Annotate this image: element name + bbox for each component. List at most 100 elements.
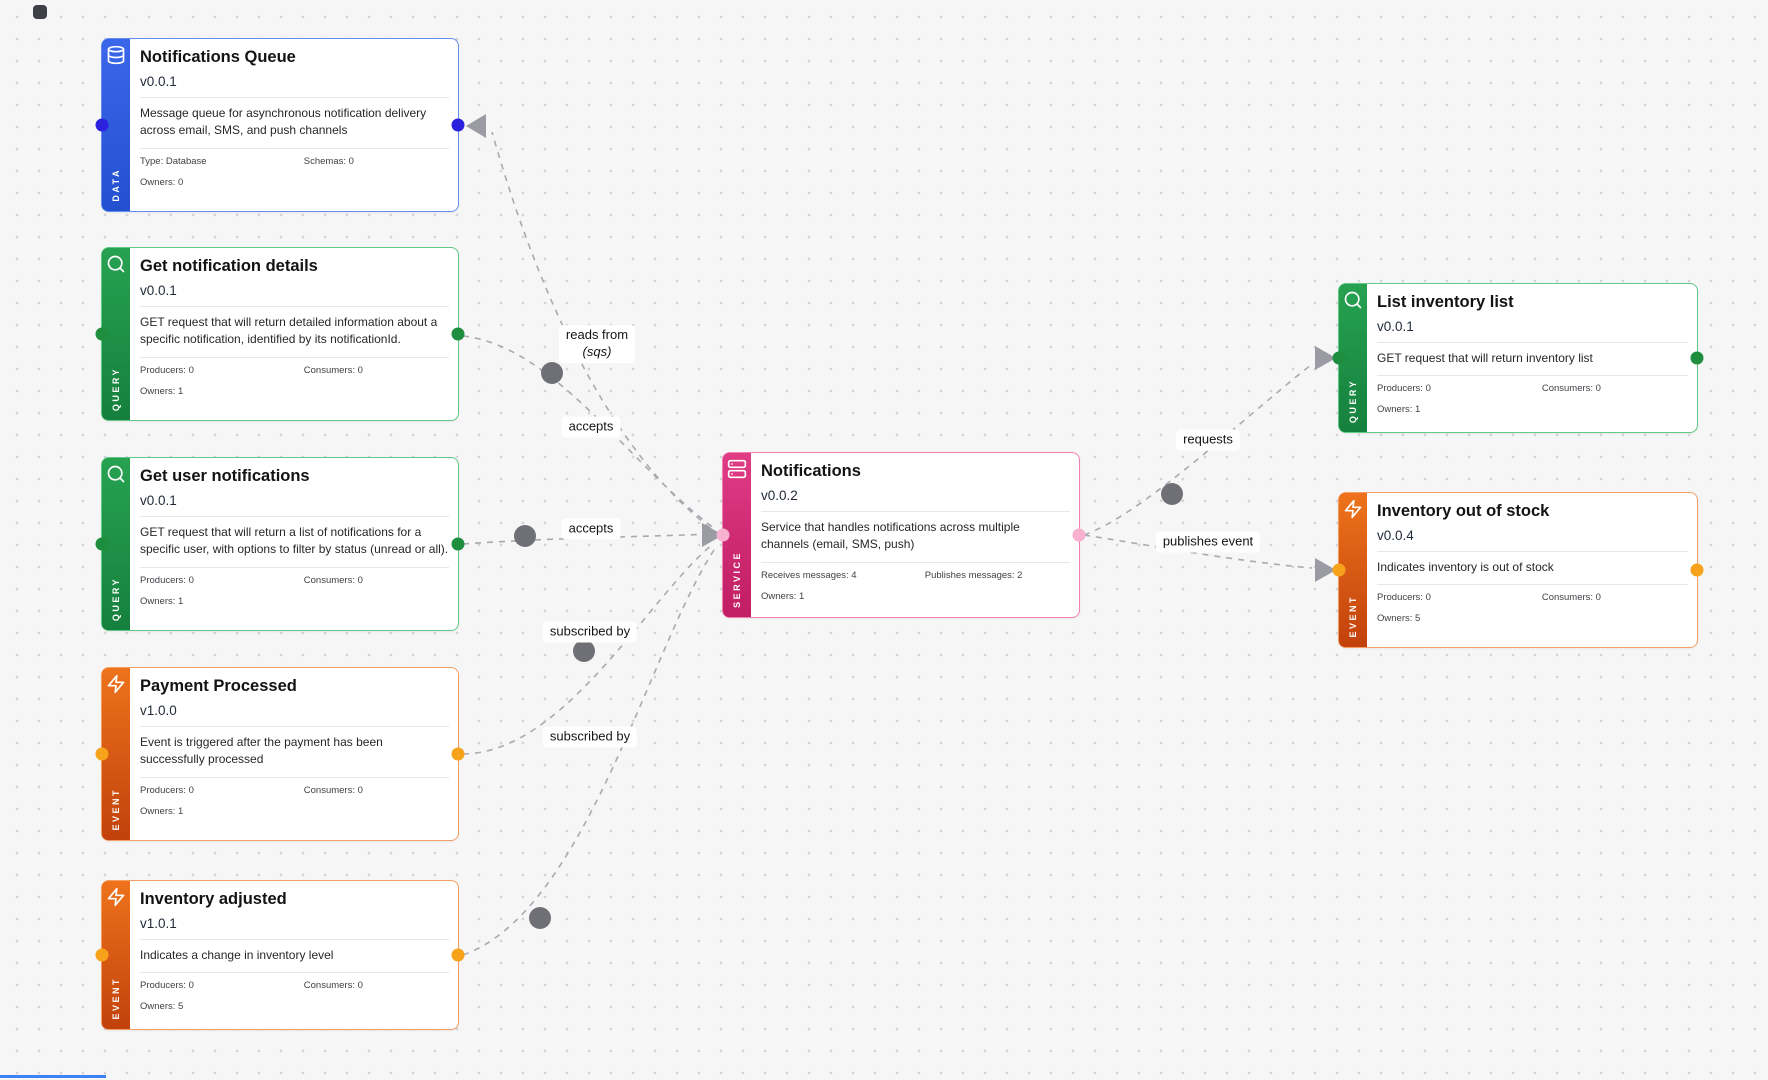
node-version: v0.0.4 — [1377, 527, 1414, 543]
right-connection-handle — [451, 537, 465, 551]
stat-producers: Producers: 0 — [140, 364, 194, 376]
node-payment-processed[interactable]: EVENT Payment Processed v1.0.0 Event is … — [95, 667, 465, 841]
divider — [140, 725, 449, 727]
node-title: Get notification details — [140, 257, 318, 275]
edge-reads-from — [491, 131, 721, 536]
stat-schemas: Schemas: 0 — [303, 155, 354, 167]
left-connection-handle — [95, 537, 109, 551]
node-description: GET request that will return detailed in… — [140, 314, 438, 347]
node-notifications-service[interactable]: SERVICE Notifications v0.0.2 Service tha… — [716, 452, 1086, 618]
stat-owners: Owners: 5 — [140, 1001, 184, 1013]
stat-receives-messages: Receives messages: 4 — [761, 569, 857, 581]
stat-owners: Owners: 1 — [140, 385, 184, 397]
stat-owners: Owners: 1 — [140, 805, 184, 817]
node-title: Notifications Queue — [140, 48, 296, 66]
node-stats: Producers: 0 Consumers: 0 Owners: 1 — [140, 365, 449, 397]
node-title: List inventory list — [1377, 293, 1514, 311]
stat-owners: Owners: 1 — [761, 590, 805, 602]
stat-producers: Producers: 0 — [1377, 592, 1431, 604]
edge-label-text: subscribed by — [549, 728, 631, 744]
stat-publishes-messages: Publishes messages: 2 — [924, 569, 1023, 581]
node-description: Indicates a change in inventory level — [140, 947, 334, 962]
edge-label-publishes-event: publishes event — [1155, 531, 1261, 553]
node-type-label: QUERY — [111, 366, 121, 411]
node-description: Message queue for asynchronous notificat… — [140, 105, 427, 138]
stat-consumers: Consumers: 0 — [303, 784, 363, 796]
divider — [140, 938, 449, 940]
node-body: Notifications v0.0.2 Service that handle… — [751, 453, 1079, 617]
node-body: Inventory out of stock v0.0.4 Indicates … — [1367, 493, 1697, 647]
divider — [140, 96, 449, 98]
left-connection-handle — [1332, 351, 1346, 365]
node-version: v0.0.1 — [140, 282, 177, 298]
stat-owners: Owners: 1 — [1377, 404, 1421, 416]
right-connection-handle — [451, 948, 465, 962]
node-body: Get notification details v0.0.1 GET requ… — [130, 248, 458, 420]
right-connection-handle — [451, 747, 465, 761]
divider — [140, 566, 449, 568]
node-title: Payment Processed — [140, 677, 297, 695]
node-type-label: EVENT — [1348, 595, 1358, 638]
node-type-label: DATA — [111, 168, 121, 202]
node-inventory-adjusted[interactable]: EVENT Inventory adjusted v1.0.1 Indicate… — [95, 880, 465, 1030]
node-stats: Producers: 0 Consumers: 0 Owners: 1 — [140, 575, 449, 607]
lightning-icon — [107, 674, 125, 694]
stat-consumers: Consumers: 0 — [303, 574, 363, 586]
node-stats: Producers: 0 Consumers: 0 Owners: 1 — [140, 785, 449, 817]
node-description: GET request that will return inventory l… — [1377, 350, 1593, 365]
edge-label-text: publishes event — [1162, 533, 1254, 549]
search-icon — [107, 465, 125, 483]
node-get-user-notifications[interactable]: QUERY Get user notifications v0.0.1 GET … — [95, 457, 465, 631]
left-connection-handle — [95, 327, 109, 341]
node-get-notification-details[interactable]: QUERY Get notification details v0.0.1 GE… — [95, 247, 465, 421]
node-stats: Producers: 0 Consumers: 0 Owners: 1 — [1377, 383, 1688, 415]
divider — [140, 305, 449, 307]
node-description: GET request that will return a list of n… — [140, 524, 449, 557]
left-connection-handle — [716, 528, 730, 542]
edge-label-subscribed-by: subscribed by — [542, 726, 638, 748]
node-type-label: QUERY — [1348, 378, 1358, 423]
corner-marker — [33, 5, 47, 19]
edge-midpoint-dot — [541, 362, 563, 384]
node-inventory-out-of-stock[interactable]: EVENT Inventory out of stock v0.0.4 Indi… — [1332, 492, 1704, 648]
node-title: Get user notifications — [140, 467, 310, 485]
node-body: List inventory list v0.0.1 GET request t… — [1367, 284, 1697, 432]
database-icon — [107, 45, 125, 65]
edge-accepts-2 — [462, 533, 715, 545]
stat-producers: Producers: 0 — [140, 574, 194, 586]
right-connection-handle — [1690, 563, 1704, 577]
node-stats: Receives messages: 4 Publishes messages:… — [761, 570, 1070, 602]
edge-midpoint-dot — [573, 640, 595, 662]
edge-subscribed-by-1 — [462, 542, 715, 755]
node-body: Payment Processed v1.0.0 Event is trigge… — [130, 668, 458, 840]
node-notifications-queue[interactable]: DATA Notifications Queue v0.0.1 Message … — [95, 38, 465, 212]
left-connection-handle — [95, 747, 109, 761]
stat-producers: Producers: 0 — [140, 784, 194, 796]
edge-label-text: requests — [1183, 431, 1233, 447]
node-type-label: EVENT — [111, 977, 121, 1020]
stat-producers: Producers: 0 — [140, 980, 194, 992]
node-version: v0.0.1 — [140, 492, 177, 508]
node-version: v0.0.1 — [1377, 318, 1414, 334]
right-connection-handle — [451, 118, 465, 132]
divider — [1377, 550, 1688, 552]
divider — [1377, 375, 1688, 377]
divider — [140, 515, 449, 517]
stat-owners: Owners: 1 — [140, 595, 184, 607]
node-description: Indicates inventory is out of stock — [1377, 559, 1554, 574]
edge-publishes-event — [1083, 534, 1313, 569]
edge-label-accepts: accepts — [561, 416, 621, 438]
node-list-inventory-list[interactable]: QUERY List inventory list v0.0.1 GET req… — [1332, 283, 1704, 433]
stat-consumers: Consumers: 0 — [1541, 592, 1601, 604]
search-icon — [107, 255, 125, 273]
edge-accepts-1 — [462, 335, 715, 529]
node-type-label: SERVICE — [732, 551, 742, 608]
node-stats: Producers: 0 Consumers: 0 Owners: 5 — [1377, 592, 1688, 624]
node-body: Inventory adjusted v1.0.1 Indicates a ch… — [130, 881, 458, 1029]
divider — [1377, 584, 1688, 586]
edge-label-accepts: accepts — [561, 518, 621, 540]
node-title: Inventory adjusted — [140, 890, 287, 908]
edge-label-subtext: (sqs) — [582, 344, 612, 359]
right-connection-handle — [1072, 528, 1086, 542]
